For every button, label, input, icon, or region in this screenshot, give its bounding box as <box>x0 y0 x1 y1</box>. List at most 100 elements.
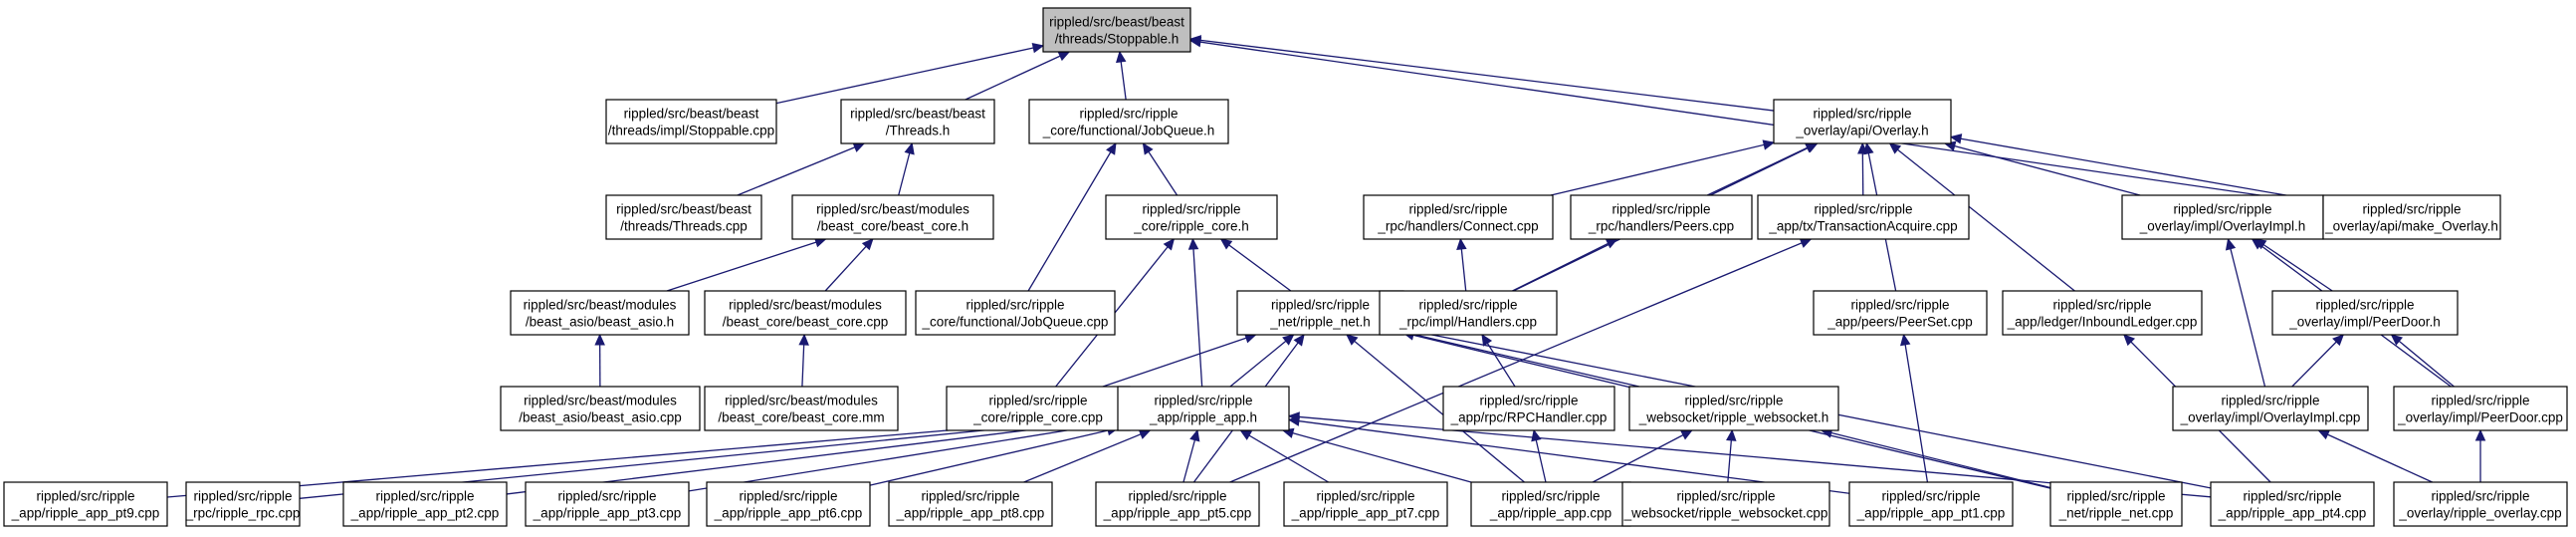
graph-node[interactable]: rippled/src/ripple_net/ripple_net.h <box>1236 290 1404 336</box>
graph-node[interactable]: rippled/src/ripple_app/rpc/RPCHandler.cp… <box>1442 386 1615 431</box>
graph-node[interactable]: rippled/src/beast/beast/Threads.h <box>840 99 995 144</box>
node-label-line: rippled/src/ripple <box>1501 489 1600 504</box>
node-label-line: rippled/src/beast/modules <box>524 394 677 408</box>
node-box <box>1442 386 1615 431</box>
graph-node[interactable]: rippled/src/ripple_app/ripple_app_pt4.cp… <box>2210 481 2375 527</box>
node-label-line: rippled/src/ripple <box>988 394 1087 408</box>
graph-node[interactable]: rippled/src/ripple_core/ripple_core.h <box>1105 194 1278 240</box>
graph-node[interactable]: rippled/src/ripple_app/ripple_app_pt9.cp… <box>3 481 168 527</box>
node-box <box>2121 194 2324 240</box>
dependency-edge <box>2227 238 2266 388</box>
graph-node[interactable]: rippled/src/ripple_app/ripple_app.cpp <box>1470 481 1631 527</box>
graph-node[interactable]: rippled/src/ripple_app/ripple_app.h <box>1117 386 1290 431</box>
node-label-line: rippled/src/ripple <box>966 298 1064 313</box>
node-box <box>2002 290 2203 336</box>
arrowhead-icon <box>2390 334 2404 346</box>
node-label-line: _net/ripple_net.h <box>1269 315 1371 330</box>
node-box <box>1236 290 1404 336</box>
arrowhead-icon <box>1163 238 1176 251</box>
node-label-line: _rpc/handlers/Connect.cpp <box>1377 219 1538 234</box>
graph-node[interactable]: rippled/src/ripple_overlay/impl/PeerDoor… <box>2271 290 2459 336</box>
graph-node[interactable]: rippled/src/ripple_overlay/impl/OverlayI… <box>2121 194 2324 240</box>
dependency-edge <box>1512 238 1617 292</box>
dependency-edge <box>1950 135 2324 203</box>
dependency-edge <box>1402 331 1639 388</box>
graph-node[interactable]: rippled/src/ripple_app/ripple_app_pt2.cp… <box>342 481 508 527</box>
arrowhead-icon <box>1239 429 1253 440</box>
node-label-line: /Threads.h <box>886 124 951 138</box>
node-label-line: rippled/src/ripple <box>2315 298 2414 313</box>
graph-node[interactable]: rippled/src/ripple_overlay/api/make_Over… <box>2322 194 2501 240</box>
node-box <box>2210 481 2375 527</box>
node-label-line: _core/ripple_core.cpp <box>972 410 1103 425</box>
graph-node[interactable]: rippled/src/ripple_core/functional/JobQu… <box>1028 99 1229 144</box>
graph-node[interactable]: rippled/src/ripple _app/ripple_app_pt5.cp… <box>1095 481 1260 527</box>
graph-node[interactable]: rippled/src/ripple_app/peers/PeerSet.cpp <box>1813 290 1988 336</box>
arrowhead-icon <box>1531 428 1542 442</box>
graph-node[interactable]: rippled/src/ripple_rpc/ripple_rpc.cpp <box>185 481 301 527</box>
node-box <box>2172 386 2369 431</box>
arrowhead-icon <box>1106 141 1117 155</box>
node-box <box>1363 194 1554 240</box>
node-label-line: _app/peers/PeerSet.cpp <box>1826 315 1973 330</box>
node-label-line: /beast_core/beast_core.cpp <box>723 315 889 330</box>
node-box <box>1379 290 1558 336</box>
graph-node[interactable]: rippled/src/ripple_overlay/impl/PeerDoor… <box>2393 386 2568 431</box>
dependency-edge <box>824 238 874 292</box>
graph-node[interactable]: rippled/src/ripple_rpc/impl/Handlers.cpp <box>1379 290 1558 336</box>
graph-node[interactable]: rippled/src/beast/beast/threads/impl/Sto… <box>605 99 777 144</box>
arrowhead-icon <box>2123 334 2136 347</box>
graph-node[interactable]: rippled/src/ripple_overlay/api/Overlay.h <box>1773 99 1952 144</box>
node-box <box>510 290 690 336</box>
graph-node[interactable]: rippled/src/ripple_app/ripple_app_pt3.cp… <box>525 481 690 527</box>
graph-node[interactable]: rippled/src/ripple_app/ledger/InboundLed… <box>2002 290 2203 336</box>
node-box <box>525 481 690 527</box>
node-label-line: rippled/src/ripple <box>2052 298 2151 313</box>
arrowhead-icon <box>1219 238 1233 250</box>
graph-node[interactable]: rippled/src/ripple_app/ripple_app_pt8.cp… <box>888 481 1053 527</box>
graph-node[interactable]: rippled/src/beast/modules/beast_asio/bea… <box>500 386 701 431</box>
node-box <box>706 481 871 527</box>
dependency-edge <box>1102 334 1256 388</box>
node-label-line: rippled/src/ripple <box>1128 489 1226 504</box>
node-label-line: _core/functional/JobQueue.h <box>1042 124 1215 138</box>
graph-node[interactable]: rippled/src/beast/modules/beast_asio/bea… <box>510 290 690 336</box>
graph-node[interactable]: rippled/src/ripple_app/ripple_app_pt7.cp… <box>1283 481 1448 527</box>
node-box <box>1813 290 1988 336</box>
graph-node[interactable]: rippled/src/ripple_app/ripple_app_pt6.cp… <box>706 481 871 527</box>
arrowhead-icon <box>1804 142 1818 153</box>
graph-node[interactable]: rippled/src/ripple_app/tx/TransactionAcq… <box>1757 194 1970 240</box>
dependency-edge <box>688 421 1119 492</box>
graph-node[interactable]: rippled/src/ripple_overlay/ripple_overla… <box>2393 481 2568 527</box>
arrowhead-icon <box>1900 333 1911 347</box>
graph-node[interactable]: rippled/src/beast/modules/beast_core/bea… <box>704 290 907 336</box>
graph-node[interactable]: rippled/src/ripple _core/ripple_core.cpp <box>946 386 1131 431</box>
arrowhead-icon <box>1189 428 1200 442</box>
graph-node[interactable]: rippled/src/ripple_overlay/impl/OverlayI… <box>2172 386 2369 431</box>
graph-node[interactable]: rippled/src/ripple_net/ripple_net.cpp <box>2049 481 2183 527</box>
graph-node[interactable]: rippled/src/beast/modules/beast_core/bea… <box>704 386 899 431</box>
graph-node[interactable]: rippled/src/ripple_rpc/handlers/Connect.… <box>1363 194 1554 240</box>
arrowhead-icon <box>1456 237 1467 250</box>
graph-node[interactable]: rippled/src/beast/modules/beast_core/bea… <box>791 194 994 240</box>
node-label-line: rippled/src/beast/beast <box>1049 15 1184 30</box>
graph-node[interactable]: rippled/src/ripple_app/ripple_app_pt1.cp… <box>1848 481 2014 527</box>
graph-node[interactable]: rippled/src/ripple_websocket/ripple_webs… <box>1621 481 1830 527</box>
graph-node[interactable]: rippled/src/beast/beast/threads/Threads.… <box>605 194 762 240</box>
arrowhead-icon <box>1346 334 1359 346</box>
dependency-edge <box>1023 429 1151 483</box>
graph-node[interactable]: rippled/src/ripple_core/functional/JobQu… <box>915 290 1116 336</box>
node-label-line: rippled/src/ripple <box>557 489 656 504</box>
graph-node[interactable]: rippled/src/ripple_rpc/handlers/Peers.cp… <box>1570 194 1753 240</box>
arrowhead-icon <box>1888 142 1902 154</box>
arrowhead-icon <box>1138 429 1152 439</box>
graph-node[interactable]: rippled/src/beast/beast/threads/Stoppabl… <box>1042 7 1191 53</box>
dependency-edge <box>737 142 865 196</box>
node-label-line: _app/ripple_app_pt5.cpp <box>1103 506 1252 521</box>
dependency-edge <box>1902 334 1929 483</box>
node-box <box>1621 481 1830 527</box>
graph-node[interactable]: rippled/src/ripple_websocket/ripple_webs… <box>1628 386 1839 431</box>
dependency-edge <box>1189 40 2324 205</box>
nodes-layer: rippled/src/beast/beast/threads/Stoppabl… <box>3 7 2568 527</box>
node-label-line: rippled/src/beast/beast <box>850 107 985 122</box>
